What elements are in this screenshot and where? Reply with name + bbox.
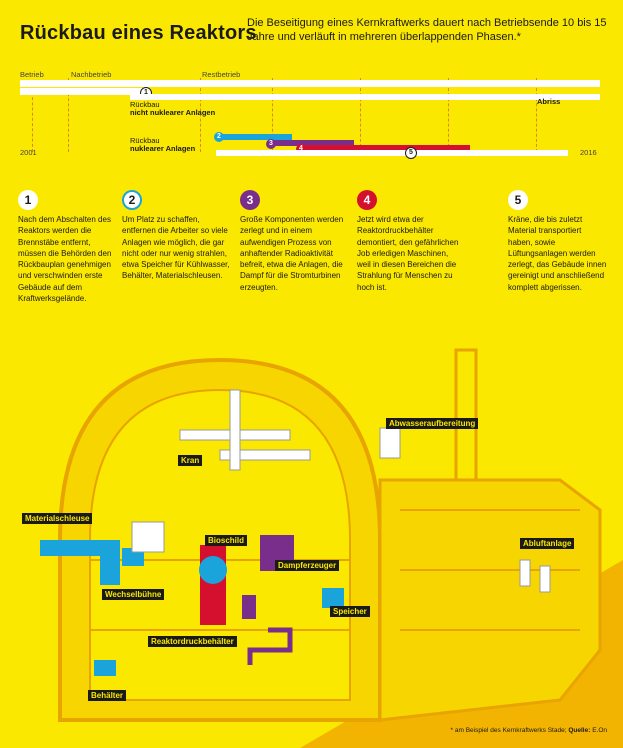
marker-3: 3 <box>266 139 276 149</box>
bar-phase-4 <box>298 145 470 151</box>
row1-line1: Rückbau <box>130 100 160 109</box>
exchange-platform <box>131 521 165 553</box>
wastewater-tank <box>379 427 401 459</box>
phase-4-number: 4 <box>357 190 377 210</box>
year-start: 2001 <box>20 148 37 157</box>
label-dampferzeuger: Dampferzeuger <box>275 560 340 571</box>
row1-line2: nicht nuklearer Anlagen <box>130 108 216 117</box>
bioshield-ring <box>199 556 227 584</box>
phase-3-number: 3 <box>240 190 260 210</box>
phase-3-text: Große Komponenten werden zerlegt und in … <box>240 215 344 292</box>
bar-betrieb <box>20 80 600 87</box>
marker-5: 5 <box>405 147 417 159</box>
auxiliary-building <box>378 478 602 722</box>
grid-line <box>448 78 449 152</box>
phase-1-number: 1 <box>18 190 38 210</box>
phase-2-number: 2 <box>122 190 142 210</box>
phase-1-text: Nach dem Abschalten des Reaktors werden … <box>18 215 112 304</box>
storage-tank <box>322 588 344 608</box>
page-title: Rückbau eines Reaktors <box>20 22 257 44</box>
label-abluftanlage: Abluftanlage <box>520 538 575 549</box>
container-tank <box>94 660 116 676</box>
pipe <box>247 627 293 665</box>
footnote-prefix: * am Beispiel des Kernkraftwerks Stade; <box>450 727 569 734</box>
crane-post <box>229 389 241 471</box>
footnote: * am Beispiel des Kernkraftwerks Stade; … <box>451 727 607 734</box>
label-behaelter: Behälter <box>88 690 127 701</box>
marker-4: 4 <box>296 144 306 154</box>
grid-line <box>536 78 537 152</box>
year-end: 2016 <box>580 148 597 157</box>
bar-phase-2 <box>218 134 292 140</box>
grid-line <box>68 78 69 152</box>
exhaust-cylinder <box>539 565 551 593</box>
label-wechselbuehne: Wechselbühne <box>102 589 165 600</box>
grid-line <box>272 78 273 152</box>
label-betrieb: Betrieb <box>20 70 44 79</box>
source-name: E.On <box>592 727 607 734</box>
crane <box>179 389 311 471</box>
source-label: Quelle: <box>568 727 591 734</box>
steam-generator-part <box>242 595 256 619</box>
label-bioschild: Bioschild <box>205 535 248 546</box>
label-restbetrieb: Restbetrieb <box>202 70 241 79</box>
grid-line <box>32 92 33 152</box>
phase-5-text: Kräne, die bis zuletzt Material transpor… <box>508 215 607 292</box>
label-speicher: Speicher <box>330 606 370 617</box>
row2-line2: nuklearer Anlagen <box>130 144 196 153</box>
bar-phase-1 <box>20 88 148 95</box>
airlock-tube <box>100 545 120 585</box>
grid-line <box>360 78 361 152</box>
label-reaktordruckbehaelter: Reaktordruckbehälter <box>148 636 237 647</box>
subtitle: Die Beseitigung eines Kernkraftwerks dau… <box>247 17 607 43</box>
phase-5-number: 5 <box>508 190 528 210</box>
label-abriss: Abriss <box>537 97 561 106</box>
phase-4-text: Jetzt wird etwa der Reaktordruckbehälter… <box>357 215 459 292</box>
grid-line <box>200 78 201 152</box>
label-abwasseraufbereitung: Abwasseraufbereitung <box>386 418 479 429</box>
label-materialschleuse: Materialschleuse <box>22 513 93 524</box>
label-nachbetrieb: Nachbetrieb <box>71 70 112 79</box>
phase-2-text: Um Platz zu schaffen, entfernen die Arbe… <box>122 215 230 281</box>
marker-2: 2 <box>214 132 224 142</box>
bar-phase-3 <box>268 140 354 146</box>
exhaust-cylinder <box>519 559 531 587</box>
row2-line1: Rückbau <box>130 136 160 145</box>
bar-nicht-nuklear <box>130 94 600 100</box>
crane-beam <box>219 449 311 461</box>
label-kran: Kran <box>178 455 203 466</box>
bar-phase-5 <box>216 150 568 156</box>
